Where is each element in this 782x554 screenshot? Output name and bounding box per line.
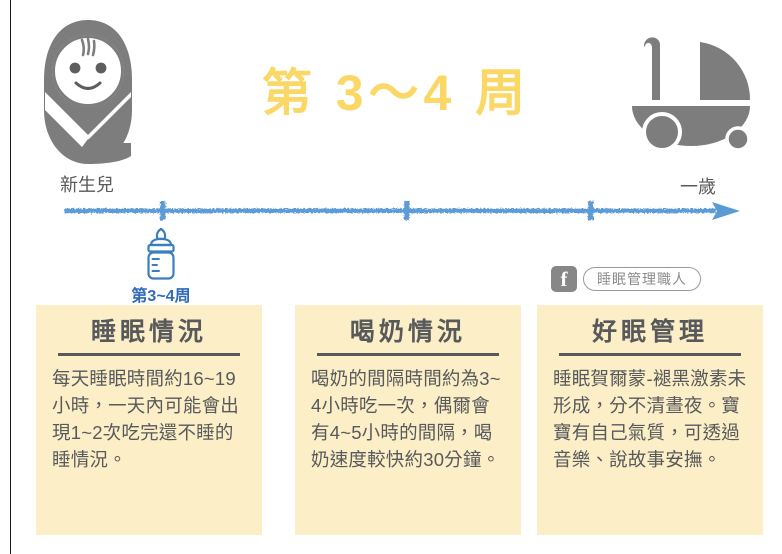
info-card: 睡眠情況 每天睡眠時間約16~19小時，一天內可能會出現1~2次吃完還不睡的睡情… [36, 305, 262, 535]
info-card-title: 睡眠情況 [90, 318, 207, 346]
facebook-page-name[interactable]: 睡眠管理職人 [583, 267, 701, 291]
left-border-rule [10, 0, 11, 554]
info-card: 喝奶情況 喝奶的間隔時間約為3~4小時吃一次，偶爾會有4~5小時的間隔，喝奶速度… [295, 305, 521, 535]
timeline-marker-label: 第3~4周 [131, 288, 191, 305]
baby-stroller-icon [628, 28, 754, 154]
info-card: 好眠管理 睡眠賀爾蒙-褪黑激素未形成，分不清晝夜。寶寶有自己氣質，可透過音樂、說… [537, 305, 763, 535]
info-card-title: 好眠管理 [591, 318, 708, 346]
timeline-end-label: 一歲 [680, 177, 716, 197]
info-card-divider [58, 353, 240, 356]
info-card-divider [317, 353, 499, 356]
timeline-axis [64, 200, 742, 222]
info-card-body: 睡眠賀爾蒙-褪黑激素未形成，分不清晝夜。寶寶有自己氣質，可透過音樂、說故事安撫。 [553, 368, 747, 470]
timeline-start-label: 新生兒 [60, 175, 114, 195]
info-card-title: 喝奶情況 [349, 318, 466, 346]
facebook-icon[interactable]: f [551, 266, 577, 292]
baby-bottle-icon [139, 227, 183, 280]
info-card-body: 每天睡眠時間約16~19小時，一天內可能會出現1~2次吃完還不睡的睡情況。 [52, 368, 240, 470]
facebook-f-glyph: f [560, 267, 568, 291]
page-title: 第 3～4 周 [261, 65, 531, 121]
swaddled-baby-icon [38, 18, 138, 166]
info-card-divider [559, 353, 741, 356]
info-card-body: 喝奶的間隔時間約為3~4小時吃一次，偶爾會有4~5小時的間隔，喝奶速度較快約30… [311, 368, 501, 470]
facebook-page-badge[interactable]: f 睡眠管理職人 [551, 266, 701, 292]
